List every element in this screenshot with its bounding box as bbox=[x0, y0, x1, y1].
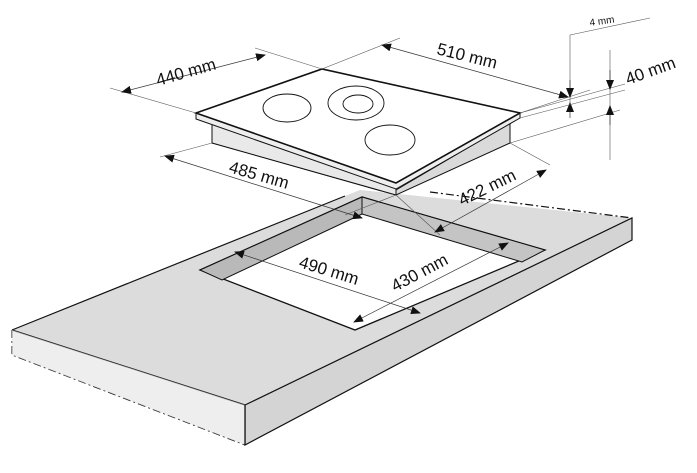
countertop-end-face bbox=[12, 330, 245, 445]
burner-front bbox=[364, 124, 416, 156]
burner-dual-outer bbox=[327, 85, 385, 121]
dimension-lines bbox=[109, 17, 651, 323]
label-hob-height: 40 mm bbox=[623, 53, 678, 89]
label-hob-depth: 440 mm bbox=[154, 55, 218, 90]
label-hob-width: 510 mm bbox=[435, 39, 499, 72]
burner-dual-inner bbox=[342, 94, 374, 114]
label-glass-thickness: 4 mm bbox=[589, 15, 615, 29]
burner-left bbox=[262, 93, 312, 123]
